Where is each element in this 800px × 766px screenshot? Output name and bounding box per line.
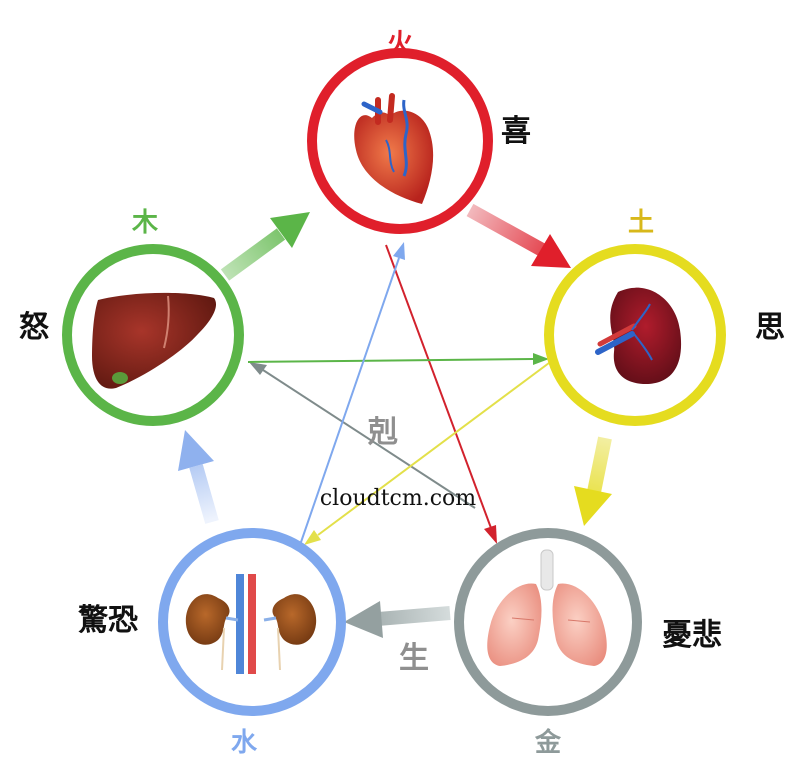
- fire-label: 火: [387, 29, 413, 59]
- arrow-water-to-wood: [178, 430, 219, 524]
- kidneys-icon: [185, 574, 317, 674]
- earth-label: 土: [628, 208, 654, 238]
- liver-icon: [92, 292, 217, 389]
- arrow-fire-to-earth: [466, 203, 571, 268]
- arrow-wood-to-fire: [220, 212, 310, 281]
- heart-icon: [354, 93, 434, 204]
- arrow-wood-to-earth: [247, 353, 549, 365]
- wood-emotion: 怒: [19, 310, 49, 345]
- arrow-earth-to-water: [304, 359, 554, 545]
- spleen-icon: [595, 287, 682, 384]
- fire-emotion: 喜: [501, 114, 531, 149]
- earth-emotion: 思: [755, 310, 785, 345]
- arrow-metal-to-water: [344, 601, 451, 638]
- arrow-fire-to-metal: [385, 244, 497, 544]
- arrow-metal-to-wood: [249, 362, 476, 509]
- ke-label: 剋: [367, 415, 398, 450]
- arrow-earth-to-metal: [574, 436, 612, 526]
- ke-cycle: [247, 242, 554, 546]
- wood-label: 木: [131, 208, 158, 238]
- sheng-label: 生: [399, 641, 429, 676]
- metal-ring: [454, 528, 642, 716]
- water-label: 水: [231, 728, 258, 758]
- arrow-water-to-fire: [299, 242, 405, 546]
- metal-emotion: 憂悲: [662, 618, 722, 653]
- lungs-icon: [487, 549, 607, 666]
- sheng-cycle: [178, 203, 612, 638]
- watermark-text: cloudtcm.com: [320, 486, 476, 511]
- metal-label: 金: [534, 727, 562, 758]
- water-emotion: 驚恐: [78, 603, 138, 638]
